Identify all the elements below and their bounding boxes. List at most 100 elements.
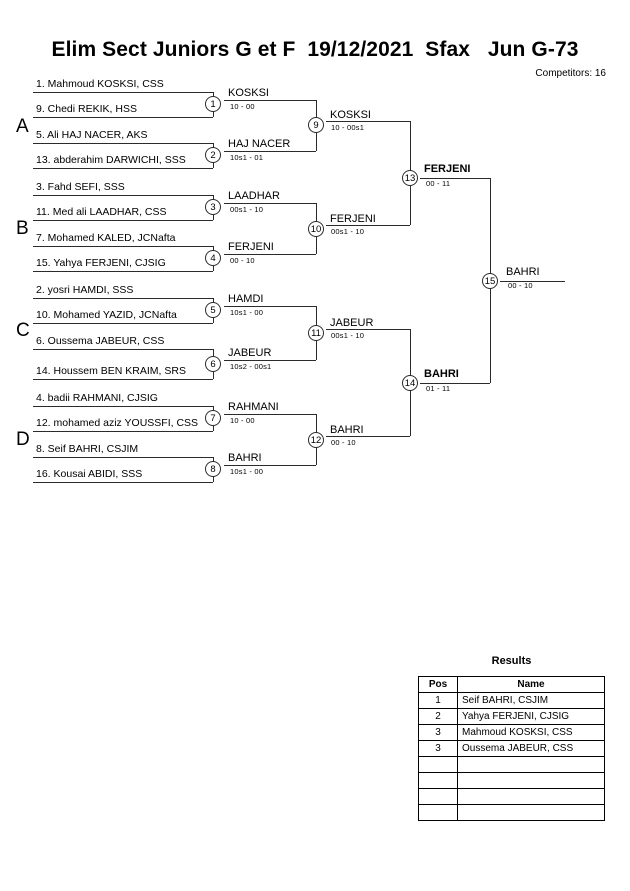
result-name: Oussema JABEUR, CSS — [457, 740, 605, 757]
table-row — [418, 788, 605, 805]
qf-winner-line-9 — [326, 121, 410, 122]
page-title: Elim Sect Juniors G et F 19/12/2021 Sfax… — [51, 38, 579, 61]
player-slot-6: 11. Med ali LAADHAR, CSS — [36, 206, 167, 218]
r1-winner-line-1 — [224, 100, 316, 101]
r1-winner-line-3 — [224, 203, 316, 204]
table-row — [418, 772, 605, 789]
group-letter-d: D — [16, 429, 30, 450]
result-pos — [418, 788, 458, 805]
sf-winner-line-13 — [420, 178, 490, 179]
player-line-12 — [33, 379, 213, 380]
r1-winner-line-6 — [224, 360, 316, 361]
qf-winner-10: FERJENI — [330, 213, 376, 225]
r1-winner-line-8 — [224, 465, 316, 466]
match-circle-1[interactable]: 1 — [205, 96, 221, 112]
qf-winner-line-10 — [326, 225, 410, 226]
qf-score-12: 00 - 10 — [331, 438, 356, 447]
match-circle-4[interactable]: 4 — [205, 250, 221, 266]
results-col-name: Name — [457, 676, 605, 693]
player-slot-4: 13. abderahim DARWICHI, SSS — [36, 154, 186, 166]
result-name — [457, 804, 605, 821]
group-letter-a: A — [16, 116, 29, 137]
player-line-8 — [33, 271, 213, 272]
r1-score-5: 10s1 - 00 — [230, 308, 264, 317]
r1-winner-line-2 — [224, 151, 316, 152]
match-circle-8[interactable]: 8 — [205, 461, 221, 477]
qf-score-11: 00s1 - 10 — [331, 331, 365, 340]
table-row — [418, 804, 605, 821]
sf-score-13: 00 - 11 — [426, 179, 451, 188]
player-line-7 — [33, 246, 213, 247]
table-row: 1 Seif BAHRI, CSJIM — [418, 692, 605, 709]
sf-score-14: 01 - 11 — [426, 384, 451, 393]
r1-winner-line-4 — [224, 254, 316, 255]
player-slot-9: 2. yosri HAMDI, SSS — [36, 284, 134, 296]
player-line-9 — [33, 298, 213, 299]
result-name — [457, 756, 605, 773]
r1-score-3: 00s1 - 10 — [230, 205, 264, 214]
results-title: Results — [491, 655, 532, 667]
player-line-13 — [33, 406, 213, 407]
r1-winner-7: RAHMANI — [228, 401, 279, 413]
r1-score-1: 10 - 00 — [230, 102, 255, 111]
match-circle-11[interactable]: 11 — [308, 325, 324, 341]
r1-winner-4: FERJENI — [228, 241, 274, 253]
match-circle-14[interactable]: 14 — [402, 375, 418, 391]
r1-score-8: 10s1 - 00 — [230, 467, 264, 476]
table-row: 3 Oussema JABEUR, CSS — [418, 740, 605, 757]
r1-winner-line-7 — [224, 414, 316, 415]
r1-score-6: 10s2 - 00s1 — [230, 362, 272, 371]
result-pos — [418, 772, 458, 789]
player-line-2 — [33, 117, 213, 118]
match-circle-6[interactable]: 6 — [205, 356, 221, 372]
result-pos: 3 — [418, 740, 458, 757]
final-score-15: 00 - 10 — [508, 281, 533, 290]
results-header-row: Pos Name — [418, 676, 605, 693]
player-line-1 — [33, 92, 213, 93]
result-pos: 1 — [418, 692, 458, 709]
player-slot-7: 7. Mohamed KALED, JCNafta — [36, 232, 176, 244]
group-letter-c: C — [16, 320, 30, 341]
match-circle-5[interactable]: 5 — [205, 302, 221, 318]
qf-winner-12: BAHRI — [330, 424, 364, 436]
match-circle-15[interactable]: 15 — [482, 273, 498, 289]
match-circle-13[interactable]: 13 — [402, 170, 418, 186]
match-circle-7[interactable]: 7 — [205, 410, 221, 426]
qf-score-9: 10 - 00s1 — [331, 123, 365, 132]
player-slot-15: 8. Seif BAHRI, CSJIM — [36, 443, 139, 455]
player-slot-1: 1. Mahmoud KOSKSI, CSS — [36, 78, 164, 90]
player-line-11 — [33, 349, 213, 350]
match-circle-9[interactable]: 9 — [308, 117, 324, 133]
player-line-16 — [33, 482, 213, 483]
player-slot-11: 6. Oussema JABEUR, CSS — [36, 335, 165, 347]
player-slot-2: 9. Chedi REKIK, HSS — [36, 103, 137, 115]
r1-winner-2: HAJ NACER — [228, 138, 291, 150]
player-slot-5: 3. Fahd SEFI, SSS — [36, 181, 125, 193]
r1-winner-3: LAADHAR — [228, 190, 280, 202]
match-circle-3[interactable]: 3 — [205, 199, 221, 215]
player-line-15 — [33, 457, 213, 458]
results-col-pos: Pos — [418, 676, 458, 693]
result-pos: 3 — [418, 724, 458, 741]
qf-winner-line-12 — [326, 436, 410, 437]
result-pos — [418, 804, 458, 821]
table-row — [418, 756, 605, 773]
player-line-5 — [33, 195, 213, 196]
player-slot-10: 10. Mohamed YAZID, JCNafta — [36, 309, 177, 321]
final-winner-line — [500, 281, 565, 282]
result-pos — [418, 756, 458, 773]
player-line-6 — [33, 220, 213, 221]
result-name — [457, 772, 605, 789]
sf-winner-13: FERJENI — [424, 163, 471, 175]
match-circle-12[interactable]: 12 — [308, 432, 324, 448]
results-table: Pos Name 1 Seif BAHRI, CSJIM 2 Yahya FER… — [418, 676, 605, 821]
r1-winner-8: BAHRI — [228, 452, 262, 464]
player-slot-16: 16. Kousai ABIDI, SSS — [36, 468, 143, 480]
player-line-14 — [33, 431, 213, 432]
result-name — [457, 788, 605, 805]
match-circle-2[interactable]: 2 — [205, 147, 221, 163]
player-line-3 — [33, 143, 213, 144]
match-circle-10[interactable]: 10 — [308, 221, 324, 237]
final-winner-15: BAHRI — [506, 266, 540, 278]
player-slot-14: 12. mohamed aziz YOUSSFI, CSS — [36, 417, 199, 429]
